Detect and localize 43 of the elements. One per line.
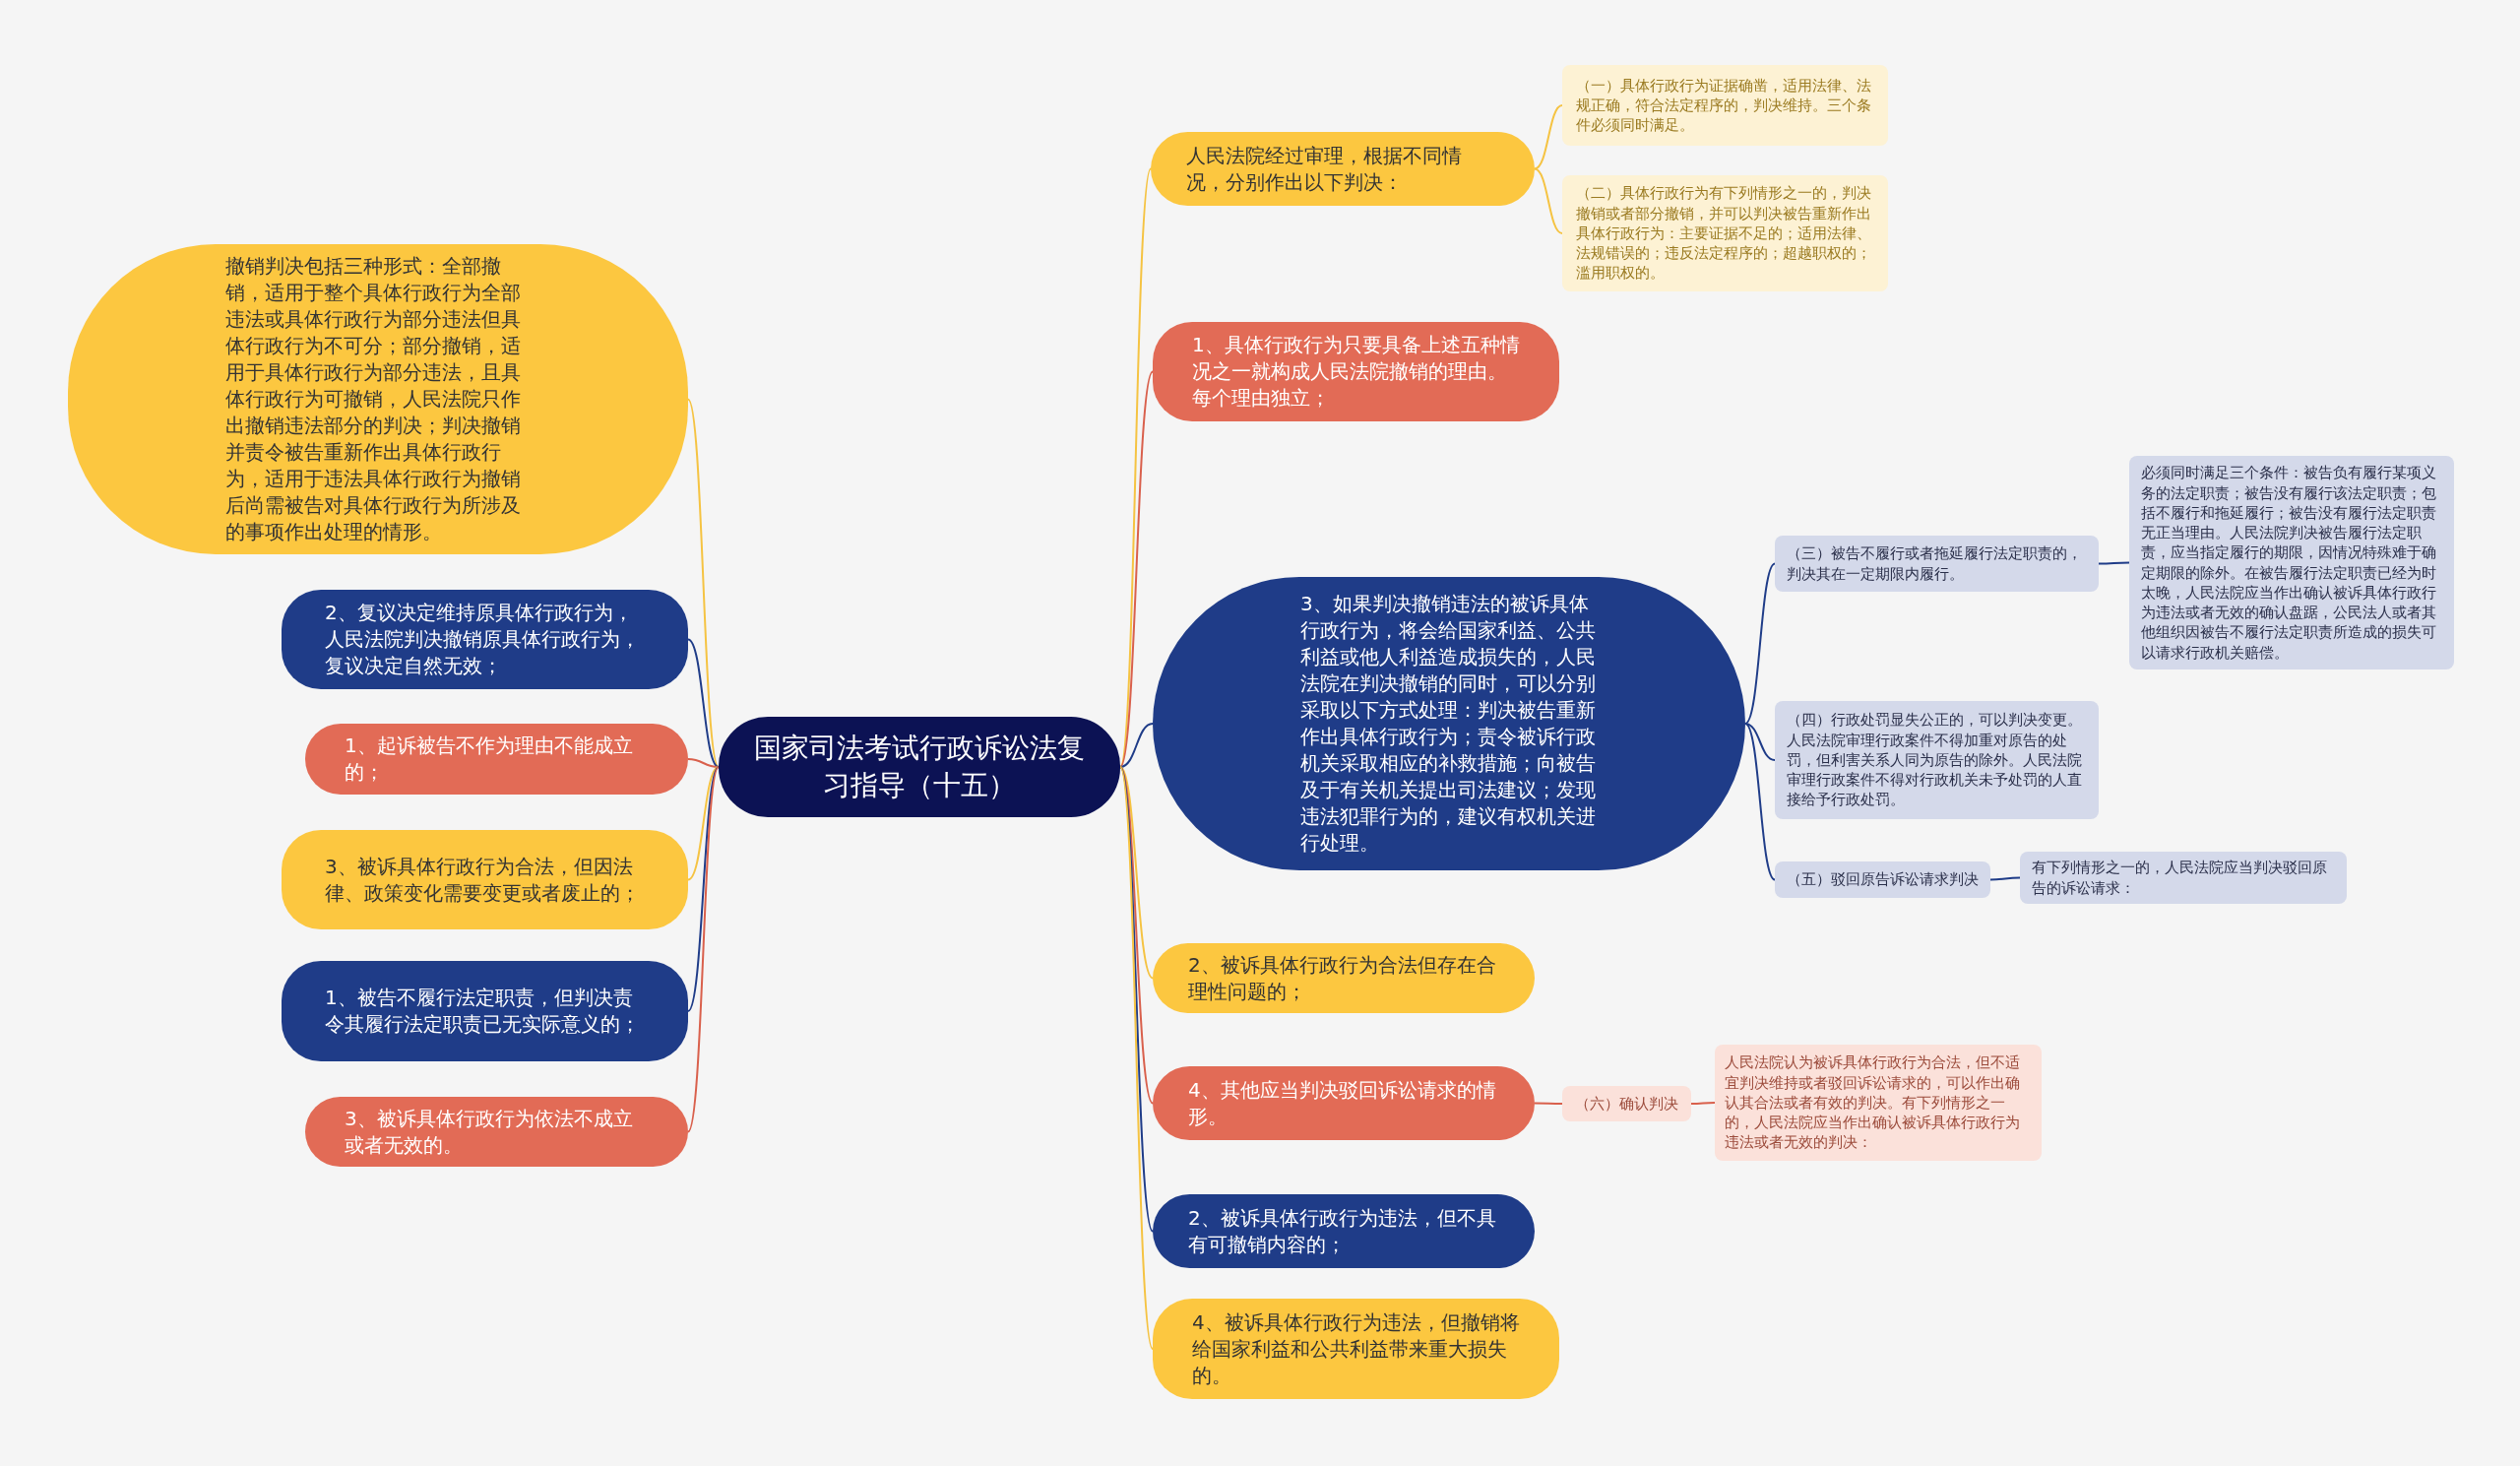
note-box: （四）行政处罚显失公正的，可以判决变更。人民法院审理行政案件不得加重对原告的处罚，但利害关系人同为原告的除外。人民法院审理行政案件不得对行政机关未予处罚的人直接给予行政处罚。 — [1775, 701, 2099, 819]
connector-line — [687, 766, 720, 881]
branch-box: 1、起诉被告不作为理由不能成立的； — [305, 724, 688, 795]
branch-box: 4、其他应当判决驳回诉讼请求的情形。 — [1153, 1066, 1535, 1140]
connector-line — [1534, 167, 1563, 234]
branch-box: 2、被诉具体行政行为违法，但不具有可撤销内容的； — [1153, 1194, 1535, 1268]
branch-box: 人民法院经过审理，根据不同情况，分别作出以下判决： — [1151, 132, 1535, 206]
branch-box: 1、被告不履行法定职责，但判决责令其履行法定职责已无实际意义的； — [282, 961, 688, 1061]
connector-line — [1119, 766, 1154, 1105]
connector-line — [1119, 723, 1154, 768]
note-box: 人民法院认为被诉具体行政行为合法，但不适宜判决维持或者驳回诉讼请求的，可以作出确认其合法或者有效的判决。有下列情形之一的，人民法院应当作出确认被诉具体行政行为违法或者无效的判决： — [1715, 1045, 2042, 1161]
connector-line — [687, 766, 720, 1012]
note-box: （六）确认判决 — [1562, 1086, 1691, 1121]
note-box: （三）被告不履行或者拖延履行法定职责的，判决其在一定期限内履行。 — [1775, 536, 2099, 592]
branch-box: 4、被诉具体行政行为违法，但撤销将给国家利益和公共利益带来重大损失的。 — [1153, 1299, 1559, 1399]
connector-line — [1534, 1102, 1563, 1105]
connector-line — [1744, 562, 1776, 725]
branch-box: 1、具体行政行为只要具备上述五种情况之一就构成人民法院撤销的理由。每个理由独立； — [1153, 322, 1559, 421]
connector-line — [1744, 723, 1776, 881]
branch-box: 2、复议决定维持原具体行政行为，人民法院判决撤销原具体行政行为，复议决定自然无效； — [282, 590, 688, 689]
connector-line — [1690, 1102, 1716, 1105]
note-box: （二）具体行政行为有下列情形之一的，判决撤销或者部分撤销，并可以判决被告重新作出具体行政行为：主要证据不足的；适用法律、法规错误的；违反法定程序的；超越职权的；滥用职权的。 — [1562, 175, 1888, 291]
branch-box: 3、被诉具体行政行为依法不成立或者无效的。 — [305, 1097, 688, 1167]
topic-box: 国家司法考试行政诉讼法复习指导（十五） — [719, 717, 1120, 817]
connector-line — [2098, 561, 2130, 565]
connector-line — [1534, 104, 1563, 170]
connector-line — [687, 758, 720, 768]
note-box: 必须同时满足三个条件：被告负有履行某项义务的法定职责；被告没有履行该法定职责；包括不履行和拖延履行；被告没有履行法定职责无正当理由。人民法院判决被告履行法定职责，应当指定履行的期限，因情况特殊难于确定期限的除外。在被告履行法定职责已经为时太晚，人民法院应当作出确认被诉具体行政行为违法或者无效的确认盘踞，公民法人或者其他组织因被告不履行法定职责所造成的损失可以请求行政机关赔偿。 — [2129, 456, 2454, 669]
branch-box: 撤销判决包括三种形式：全部撤销，适用于整个具体行政行为全部违法或具体行政行为部分违法但具体行政行为不可分；部分撤销，适用于具体行政行为部分违法，且具体行政行为可撤销，人民法院只作出撤销违法部分的判决；判决撤销并责令被告重新作出具体行政行为，适用于违法具体行政行为撤销后尚需被告对具体行政行为所涉及的事项作出处理的情形。 — [68, 244, 688, 554]
note-box: （一）具体行政行为证据确凿，适用法律、法规正确，符合法定程序的，判决维持。三个条件必须同时满足。 — [1562, 65, 1888, 146]
note-box: 有下列情形之一的，人民法院应当判决驳回原告的诉讼请求： — [2020, 852, 2347, 904]
connector-line — [687, 398, 720, 768]
connector-line — [1989, 876, 2021, 881]
connector-line — [1119, 766, 1154, 1233]
connector-line — [687, 638, 720, 768]
connector-line — [1744, 723, 1776, 761]
connector-line — [687, 766, 720, 1133]
connector-line — [1119, 370, 1154, 768]
connector-line — [1119, 766, 1154, 1350]
branch-box: 2、被诉具体行政行为合法但存在合理性问题的； — [1153, 943, 1535, 1013]
branch-box: 3、如果判决撤销违法的被诉具体行政行为，将会给国家利益、公共利益或他人利益造成损失的，人民法院在判决撤销的同时，可以分别采取以下方式处理：判决被告重新作出具体行政行为；责令被诉行政机关采取相应的补救措施；向被告及于有关机关提出司法建议；发现违法犯罪行为的，建议有权机关进行处理。 — [1153, 577, 1745, 870]
branch-box: 3、被诉具体行政行为合法，但因法律、政策变化需要变更或者废止的； — [282, 830, 688, 929]
note-box: （五）驳回原告诉讼请求判决 — [1775, 861, 1990, 898]
